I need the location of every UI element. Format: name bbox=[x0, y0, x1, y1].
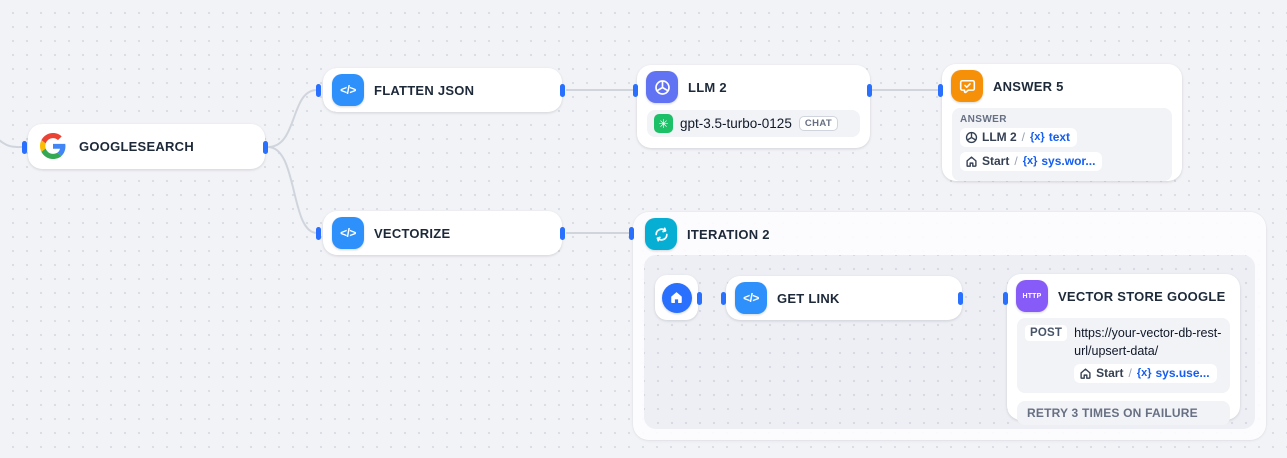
node-title: GOOGLESEARCH bbox=[79, 138, 194, 154]
variable-chip-start-sys: Start / {x} sys.wor... bbox=[960, 152, 1103, 171]
node-vectorize[interactable]: </> VECTORIZE bbox=[323, 211, 562, 255]
handle-llm2-left[interactable] bbox=[633, 84, 638, 97]
node-title: GET LINK bbox=[777, 290, 840, 306]
variable-name: text bbox=[1048, 130, 1071, 144]
home-icon bbox=[661, 282, 692, 313]
variable-source: LLM 2 bbox=[982, 130, 1017, 144]
handle-answer5-left[interactable] bbox=[938, 84, 943, 97]
http-request-panel: POST https://your-vector-db-rest-url/ups… bbox=[1017, 318, 1230, 393]
model-selector[interactable]: ✳ gpt-3.5-turbo-0125 CHAT bbox=[647, 110, 860, 137]
variable-name: sys.use... bbox=[1155, 366, 1210, 380]
handle-googlesearch-left[interactable] bbox=[22, 141, 27, 154]
node-vector-store-google[interactable]: HTTP VECTOR STORE GOOGLE POST https://yo… bbox=[1007, 274, 1240, 425]
handle-getlink-right[interactable] bbox=[958, 292, 963, 305]
node-title: ITERATION 2 bbox=[687, 226, 770, 242]
answer-icon bbox=[951, 70, 983, 102]
node-iteration-start[interactable] bbox=[655, 275, 698, 320]
node-answer5[interactable]: ANSWER 5 ANSWER LLM 2 / {x} text bbox=[942, 64, 1182, 181]
home-icon bbox=[1080, 368, 1091, 379]
node-title: FLATTEN JSON bbox=[374, 82, 475, 98]
node-flatten-json[interactable]: </> FLATTEN JSON bbox=[323, 68, 562, 112]
iteration-icon bbox=[645, 218, 677, 250]
variable-chip-llm2-text: LLM 2 / {x} text bbox=[960, 128, 1078, 147]
node-title: VECTORIZE bbox=[374, 225, 451, 241]
http-method: POST bbox=[1025, 325, 1068, 341]
separator: / bbox=[1021, 130, 1026, 144]
node-title: LLM 2 bbox=[688, 79, 727, 95]
handle-vectorize-right[interactable] bbox=[560, 227, 565, 240]
variable-x-icon: {x} bbox=[1030, 130, 1045, 143]
node-googlesearch[interactable]: GOOGLESEARCH bbox=[28, 124, 265, 169]
variable-source: Start bbox=[1096, 366, 1124, 380]
openai-icon: ✳ bbox=[654, 114, 673, 133]
code-icon: </> bbox=[332, 74, 364, 106]
handle-flattenjson-right[interactable] bbox=[560, 84, 565, 97]
variable-x-icon: {x} bbox=[1022, 154, 1038, 167]
retry-status: RETRY 3 TIMES ON FAILURE bbox=[1017, 400, 1230, 425]
home-icon bbox=[966, 156, 977, 167]
edge-googlesearch-flattenjson[interactable] bbox=[267, 89, 318, 148]
panel-label: ANSWER bbox=[960, 114, 1007, 125]
separator: / bbox=[1128, 366, 1132, 380]
code-icon: </> bbox=[332, 217, 364, 249]
handle-iteration2-left[interactable] bbox=[629, 227, 634, 240]
handle-getlink-left[interactable] bbox=[721, 292, 726, 305]
model-mode-badge: CHAT bbox=[798, 115, 839, 132]
llm-icon bbox=[965, 131, 978, 144]
variable-name: sys.wor... bbox=[1041, 154, 1096, 168]
edge-incoming-googlesearch[interactable] bbox=[0, 134, 24, 149]
node-title: ANSWER 5 bbox=[993, 78, 1064, 94]
handle-iterationstart-right[interactable] bbox=[697, 292, 702, 305]
separator: / bbox=[1014, 154, 1018, 168]
answer-variables-panel: ANSWER LLM 2 / {x} text Start bbox=[952, 108, 1172, 181]
request-url: https://your-vector-db-rest-url/upsert-d… bbox=[1074, 326, 1222, 358]
http-icon: HTTP bbox=[1016, 280, 1048, 312]
variable-source: Start bbox=[982, 154, 1010, 168]
node-llm2[interactable]: LLM 2 ✳ gpt-3.5-turbo-0125 CHAT bbox=[637, 65, 870, 148]
variable-x-icon: {x} bbox=[1136, 366, 1152, 379]
code-icon: </> bbox=[735, 282, 767, 314]
variable-chip-start-sys: Start / {x} sys.use... bbox=[1074, 364, 1217, 383]
edge-googlesearch-vectorize[interactable] bbox=[267, 146, 318, 234]
handle-llm2-right[interactable] bbox=[867, 84, 872, 97]
model-name: gpt-3.5-turbo-0125 bbox=[680, 116, 792, 131]
handle-vectorstore-left[interactable] bbox=[1003, 292, 1008, 305]
node-get-link[interactable]: </> GET LINK bbox=[726, 276, 962, 320]
handle-googlesearch-right[interactable] bbox=[263, 141, 268, 154]
google-logo-icon bbox=[37, 130, 69, 162]
node-title: VECTOR STORE GOOGLE bbox=[1058, 288, 1226, 304]
handle-vectorize-left[interactable] bbox=[316, 227, 321, 240]
llm-icon bbox=[646, 71, 678, 103]
handle-flattenjson-left[interactable] bbox=[316, 84, 321, 97]
